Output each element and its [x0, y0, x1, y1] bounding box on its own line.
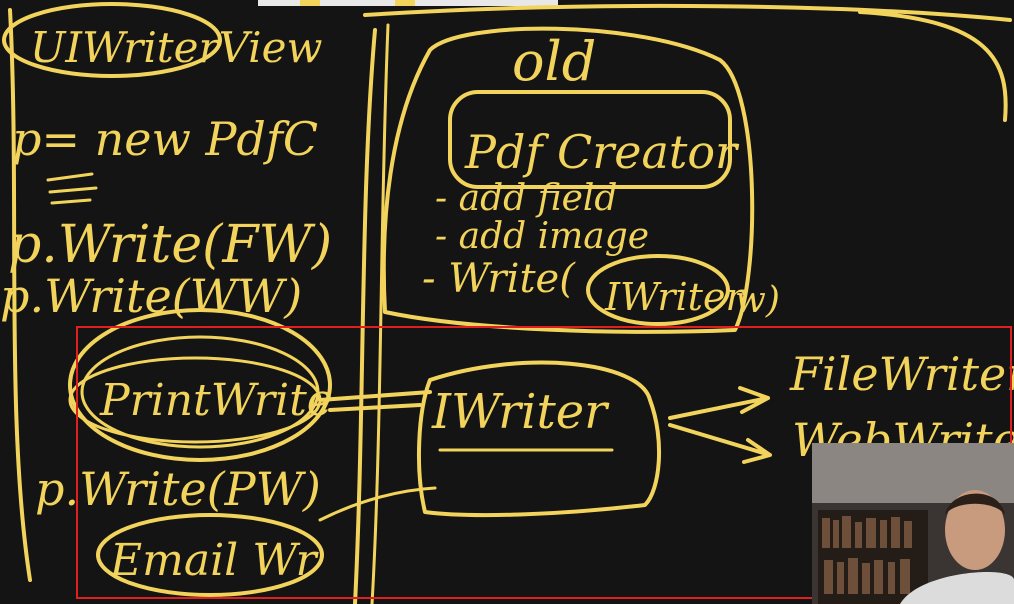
- param-name: w): [735, 280, 780, 321]
- method-add-image: - add image: [435, 216, 649, 257]
- toolbar-strip[interactable]: [258, 0, 558, 6]
- old-title: old: [512, 30, 596, 93]
- old-panel-outline: [381, 26, 755, 334]
- top-border-line: [363, 3, 1012, 22]
- emailwriter-circle: [96, 513, 324, 597]
- printwriter-label: PrintWrite: [99, 375, 333, 426]
- param-type: IWriter: [604, 275, 746, 319]
- left-call-pw: p.Write(PW): [35, 462, 321, 516]
- class-name: Pdf Creator: [464, 125, 740, 179]
- left-boundary-line: [8, 8, 32, 582]
- method-add-field: - add field: [435, 178, 617, 219]
- class-box: [448, 90, 732, 189]
- divider-line: [353, 28, 377, 604]
- iwriter-param-circle: [586, 254, 730, 326]
- emailwriter-label: Email Wr: [109, 535, 319, 586]
- emailwriter-to-interface-line: [318, 486, 437, 522]
- left-call-fw: p.Write(FW): [8, 215, 332, 275]
- presenter-shoulders: [900, 571, 1014, 604]
- presenter-head: [945, 490, 1005, 570]
- title-circle: [2, 2, 222, 78]
- printwriter-circle: [68, 308, 332, 462]
- interface-outline: [416, 360, 661, 518]
- underline-marks: [46, 172, 98, 205]
- printwriter-to-interface-arrow: [318, 390, 432, 412]
- arrow-to-filewriter: [668, 386, 770, 420]
- webcam-overlay: [812, 443, 1014, 604]
- interface-name: IWriter: [431, 384, 610, 440]
- left-title: UIWriterView: [30, 23, 322, 72]
- method-write: - Write(: [422, 256, 576, 302]
- right-frame-line: [858, 10, 1008, 122]
- arrow-to-webwriter: [668, 423, 772, 464]
- divider-line-2: [370, 23, 390, 604]
- left-code-line: p= new PdfC: [12, 112, 318, 166]
- presenter-hair: [945, 493, 1005, 515]
- impl-filewriter: FileWriter: [789, 347, 1014, 401]
